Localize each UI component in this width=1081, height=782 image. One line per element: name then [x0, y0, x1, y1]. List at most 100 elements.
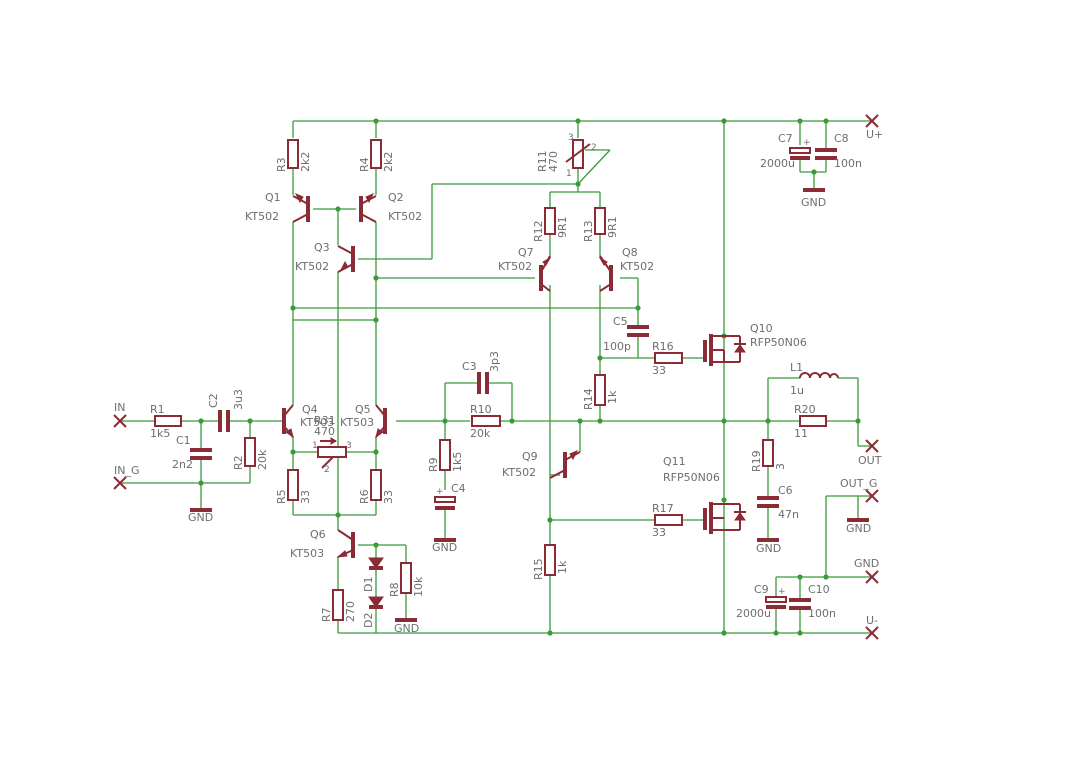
diode-d2: D2: [362, 596, 384, 628]
label-q3: Q3: [314, 241, 330, 254]
resistor-r13: R13 9R1: [582, 207, 619, 242]
label-c9: C9: [754, 583, 769, 596]
capacitor-c10: C10 100n: [789, 583, 836, 620]
transistor-q5: Q5 KT503: [340, 403, 387, 439]
value-c2: 3u3: [232, 389, 245, 410]
value-r9: 1k5: [451, 452, 464, 472]
label-q6: Q6: [310, 528, 326, 541]
pin-r11-2: 2: [591, 143, 597, 153]
pin-r31-2: 2: [324, 465, 330, 475]
label-c5: C5: [613, 315, 628, 328]
resistor-r17: R17 33: [652, 502, 683, 539]
port-label-in: IN: [114, 401, 125, 414]
value-r6: 33: [382, 490, 395, 504]
label-r19: R19: [750, 450, 763, 472]
port-label-out: OUT: [858, 454, 882, 467]
ground-out-g: GND: [846, 518, 871, 535]
ground-r8: GND: [394, 618, 419, 635]
label-q8: Q8: [622, 246, 638, 259]
label-r4: R4: [358, 157, 371, 172]
port-label-out-g: OUT_G: [840, 477, 877, 490]
value-r8: 10k: [412, 576, 425, 597]
label-q9: Q9: [522, 450, 538, 463]
label-q11: Q11: [663, 455, 686, 468]
transistor-q2: Q2 KT502: [359, 191, 422, 223]
label-c7: C7: [778, 132, 793, 145]
label-r7: R7: [320, 607, 333, 622]
label-r31: R31: [314, 414, 336, 427]
c4-plus: +: [436, 487, 444, 497]
label-l1: L1: [790, 361, 803, 374]
diode-d1: D1: [362, 557, 384, 592]
label-q10: Q10: [750, 322, 773, 335]
mosfet-q10: Q10 RFP50N06: [703, 322, 807, 366]
ground-c6: GND: [756, 538, 781, 555]
value-c5: 100p: [603, 340, 631, 353]
value-r4: 2k2: [382, 152, 395, 172]
value-r10: 20k: [470, 427, 491, 440]
label-c3: C3: [462, 360, 477, 373]
label-r13: R13: [582, 220, 595, 242]
label-c4: C4: [451, 482, 466, 495]
label-q4: Q4: [302, 403, 318, 416]
value-c8: 100n: [834, 157, 862, 170]
resistor-r20: R20 11: [794, 403, 827, 440]
resistor-r7: R7 270: [320, 589, 357, 622]
inductor-l1: L1 1u: [790, 361, 839, 397]
resistor-r14: R14 1k: [582, 374, 619, 410]
value-c1: 2n2: [172, 458, 193, 471]
gnd-label-c6: GND: [756, 542, 781, 555]
resistor-r3: R3 2k2: [275, 139, 312, 172]
resistor-r31-trimmer: R31 470 1 3 2: [312, 414, 352, 475]
value-r2: 20k: [256, 449, 269, 470]
label-q5: Q5: [355, 403, 371, 416]
value-r15: 1k: [556, 560, 569, 574]
label-r10: R10: [470, 403, 492, 416]
pin-r11-3: 3: [568, 133, 574, 143]
value-r7: 270: [344, 601, 357, 622]
value-q6: KT503: [290, 547, 324, 560]
capacitor-c8: C8 100n: [815, 132, 862, 170]
transistor-q1: Q1 KT502: [245, 191, 310, 223]
value-c7: 2000u: [760, 157, 795, 170]
gnd-label-c7: GND: [801, 196, 826, 209]
label-d1: D1: [362, 577, 375, 592]
resistor-r11-trimmer: R11 470 3 1 2: [536, 133, 597, 179]
port-label-gnd: GND: [854, 557, 879, 570]
ground-c4: GND: [432, 538, 457, 554]
value-q11: RFP50N06: [663, 471, 720, 484]
resistor-r16: R16 33: [652, 340, 683, 377]
label-c6: C6: [778, 484, 793, 497]
value-q2: KT502: [388, 210, 422, 223]
value-r31: 470: [314, 425, 335, 438]
resistor-r8: R8 10k: [388, 562, 425, 597]
port-label-in-g: IN_G: [114, 464, 140, 477]
capacitor-c9: + C9 2000u: [736, 583, 787, 620]
label-r2: R2: [232, 455, 245, 470]
transistor-q8: Q8 KT502: [598, 246, 654, 292]
port-out-g: OUT_G: [840, 477, 879, 503]
transistor-q7: Q7 KT502: [498, 246, 552, 292]
port-in-g: IN_G: [113, 464, 140, 490]
value-r17: 33: [652, 526, 666, 539]
label-r16: R16: [652, 340, 674, 353]
label-r6: R6: [358, 489, 371, 504]
label-q1: Q1: [265, 191, 281, 204]
value-q7: KT502: [498, 260, 532, 273]
label-r14: R14: [582, 388, 595, 410]
transistor-q4: Q4 KT503: [282, 403, 334, 439]
value-r1: 1k5: [150, 427, 170, 440]
label-q2: Q2: [388, 191, 404, 204]
value-c6: 47n: [778, 508, 799, 521]
label-r5: R5: [275, 489, 288, 504]
capacitor-c3: C3 3p3: [462, 351, 501, 394]
wires: [120, 120, 872, 634]
capacitor-c5: C5 100p: [603, 315, 649, 353]
label-r1: R1: [150, 403, 165, 416]
label-c2: C2: [207, 393, 220, 408]
value-q5: KT503: [340, 416, 374, 429]
resistor-r19: R19 3: [750, 439, 787, 472]
junctions: [198, 118, 861, 636]
value-r19: 3: [774, 463, 787, 470]
